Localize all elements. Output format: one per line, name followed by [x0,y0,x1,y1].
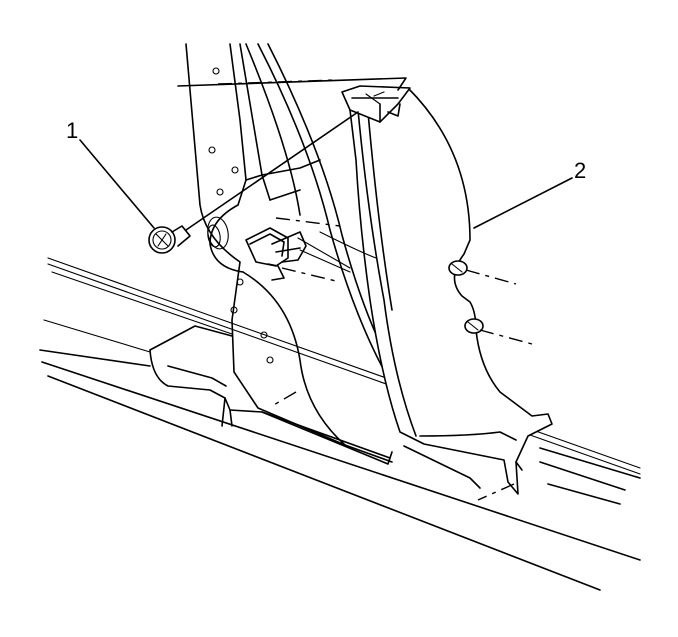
alignment-lines [177,77,533,501]
b-pillar-body [185,43,401,463]
trim-screw [148,225,191,254]
callout-2: 2 [574,158,586,183]
callout-1: 1 [66,118,78,143]
sill-pocket [149,325,393,465]
rocker-sill [39,257,641,591]
callout-leaders [79,139,573,229]
upper-clip [341,85,411,123]
door-striker [245,227,351,281]
b-pillar-trim-panel [319,87,553,495]
